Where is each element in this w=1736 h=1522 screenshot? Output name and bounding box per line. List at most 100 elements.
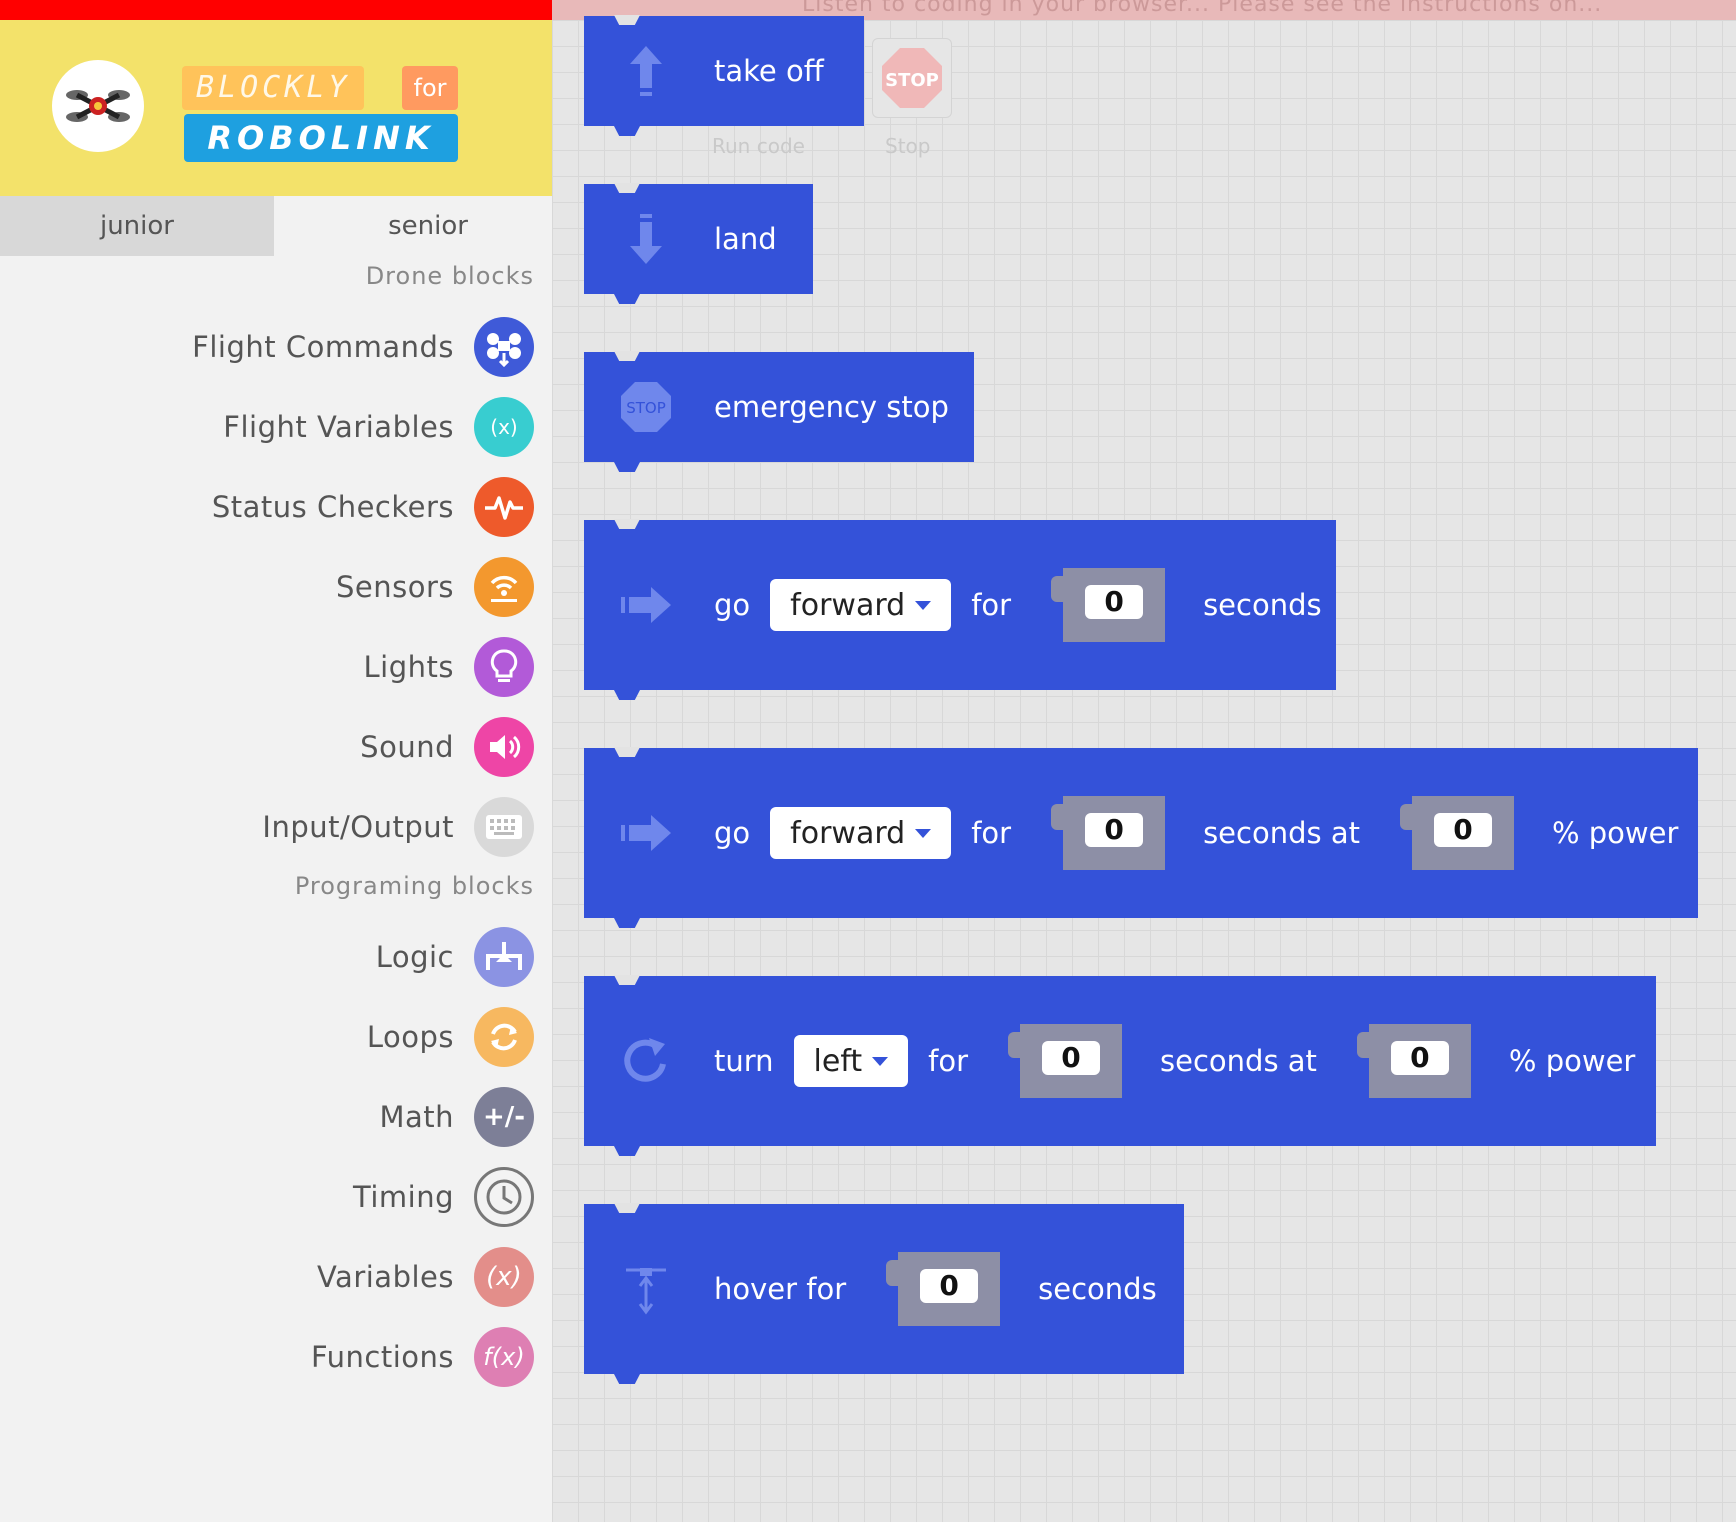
drone-icon: [66, 90, 130, 122]
block-text: for: [928, 1044, 969, 1078]
arrow-right-icon: [616, 575, 676, 635]
tab-junior-label: junior: [99, 211, 174, 241]
direction-dropdown[interactable]: forward: [770, 579, 952, 631]
section-programming-blocks: Programing blocks: [294, 872, 534, 900]
tab-junior[interactable]: junior: [0, 196, 274, 256]
block-text: hover for: [714, 1272, 847, 1306]
seconds-input[interactable]: 0: [1042, 1041, 1101, 1075]
sidebar: BLOCKLY for ROBOLINK junior senior Drone…: [0, 20, 552, 1522]
category-label: Functions: [311, 1340, 454, 1374]
block-hover[interactable]: hover for 0 seconds: [584, 1204, 1184, 1374]
block-row: STOP emergency stop: [584, 352, 969, 462]
logo-area: BLOCKLY for ROBOLINK: [0, 20, 552, 196]
power-input[interactable]: 0: [1433, 813, 1492, 847]
block-take-off[interactable]: take off: [584, 16, 864, 126]
chevron-down-icon: [872, 1056, 889, 1066]
category-flight-variables[interactable]: Flight Variables (x): [223, 396, 534, 458]
category-label: Lights: [363, 650, 454, 684]
seconds-input-slot: 0: [886, 1252, 1001, 1326]
category-label: Logic: [375, 940, 454, 974]
arrow-right-icon: [616, 803, 676, 863]
chevron-down-icon: [915, 600, 932, 610]
direction-dropdown[interactable]: forward: [770, 807, 952, 859]
stop-label: Stop: [885, 134, 931, 158]
block-turn[interactable]: turn left for 0 seconds at 0 % power: [584, 976, 1656, 1146]
category-label: Variables: [316, 1260, 454, 1294]
power-input[interactable]: 0: [1390, 1041, 1449, 1075]
category-flight-commands[interactable]: Flight Commands: [192, 316, 534, 378]
block-text: turn: [714, 1044, 774, 1078]
block-row: turn left for 0 seconds at 0 % power: [584, 976, 1655, 1146]
block-land[interactable]: land: [584, 184, 813, 294]
category-label: Loops: [366, 1020, 454, 1054]
notice-text: Listen to coding in your browser... Plea…: [802, 0, 1603, 17]
block-text: seconds at: [1203, 816, 1360, 850]
block-text: for: [971, 588, 1012, 622]
category-variables[interactable]: Variables (x): [317, 1246, 534, 1308]
tab-senior-label: senior: [388, 211, 468, 241]
block-text: emergency stop: [714, 390, 949, 424]
stop-sign-icon: STOP: [882, 48, 942, 108]
category-sensors[interactable]: Sensors: [336, 556, 534, 618]
category-math[interactable]: Math +/-: [379, 1086, 534, 1148]
sensor-icon: [474, 557, 534, 617]
block-text: seconds at: [1160, 1044, 1317, 1078]
variable-icon: (x): [474, 1247, 534, 1307]
seconds-input-slot: 0: [1051, 568, 1166, 642]
block-row: land: [584, 184, 797, 294]
block-text: land: [714, 222, 777, 256]
category-label: Flight Variables: [223, 410, 454, 444]
category-label: Math: [379, 1100, 454, 1134]
clock-icon: [474, 1167, 534, 1227]
run-code-label[interactable]: Run code: [712, 134, 805, 158]
logic-icon: [474, 927, 534, 987]
block-emergency-stop[interactable]: STOP emergency stop: [584, 352, 974, 462]
seconds-input[interactable]: 0: [1085, 585, 1144, 619]
notice-bar: Listen to coding in your browser... Plea…: [552, 0, 1736, 20]
direction-value: forward: [790, 587, 906, 623]
function-icon: f(x): [474, 1327, 534, 1387]
stop-sign-icon: STOP: [616, 377, 676, 437]
direction-value: forward: [790, 815, 906, 851]
direction-value: left: [813, 1043, 863, 1079]
category-logic[interactable]: Logic: [376, 926, 534, 988]
stop-sign-text: STOP: [885, 70, 939, 91]
seconds-input[interactable]: 0: [1085, 813, 1144, 847]
block-row: hover for 0 seconds: [584, 1204, 1177, 1374]
arrow-up-icon: [616, 41, 676, 101]
tab-senior[interactable]: senior: [304, 196, 552, 256]
variable-arrow-icon: (x): [474, 397, 534, 457]
seconds-input-slot: 0: [1051, 796, 1166, 870]
category-timing[interactable]: Timing: [353, 1166, 534, 1228]
category-lights[interactable]: Lights: [364, 636, 534, 698]
block-go-direction[interactable]: go forward for 0 seconds: [584, 520, 1336, 690]
power-input-slot: 0: [1399, 796, 1514, 870]
arrow-down-icon: [616, 209, 676, 269]
drone-move-icon: [474, 317, 534, 377]
block-go-direction-power[interactable]: go forward for 0 seconds at 0 % power: [584, 748, 1698, 918]
category-functions[interactable]: Functions f(x): [311, 1326, 534, 1388]
block-text: seconds: [1203, 588, 1322, 622]
drone-avatar: [52, 60, 144, 152]
block-text: % power: [1551, 816, 1679, 850]
chevron-down-icon: [915, 828, 932, 838]
brand-blockly: BLOCKLY: [182, 66, 365, 110]
power-input-slot: 0: [1356, 1024, 1471, 1098]
category-loops[interactable]: Loops: [367, 1006, 534, 1068]
block-text: for: [971, 816, 1012, 850]
level-tabs: junior senior: [0, 196, 552, 256]
category-status-checkers[interactable]: Status Checkers: [212, 476, 534, 538]
brand-for: for: [402, 66, 458, 110]
category-input-output[interactable]: Input/Output: [262, 796, 534, 858]
block-row: go forward for 0 seconds at 0 % power: [584, 748, 1698, 918]
rotate-icon: [616, 1031, 676, 1091]
block-text: go: [714, 588, 751, 622]
seconds-input[interactable]: 0: [920, 1269, 979, 1303]
stop-button[interactable]: STOP: [872, 38, 952, 118]
pulse-icon: [474, 477, 534, 537]
category-label: Timing: [353, 1180, 454, 1214]
turn-direction-dropdown[interactable]: left: [793, 1035, 909, 1087]
block-row: take off: [584, 16, 844, 126]
speaker-icon: [474, 717, 534, 777]
category-sound[interactable]: Sound: [360, 716, 534, 778]
